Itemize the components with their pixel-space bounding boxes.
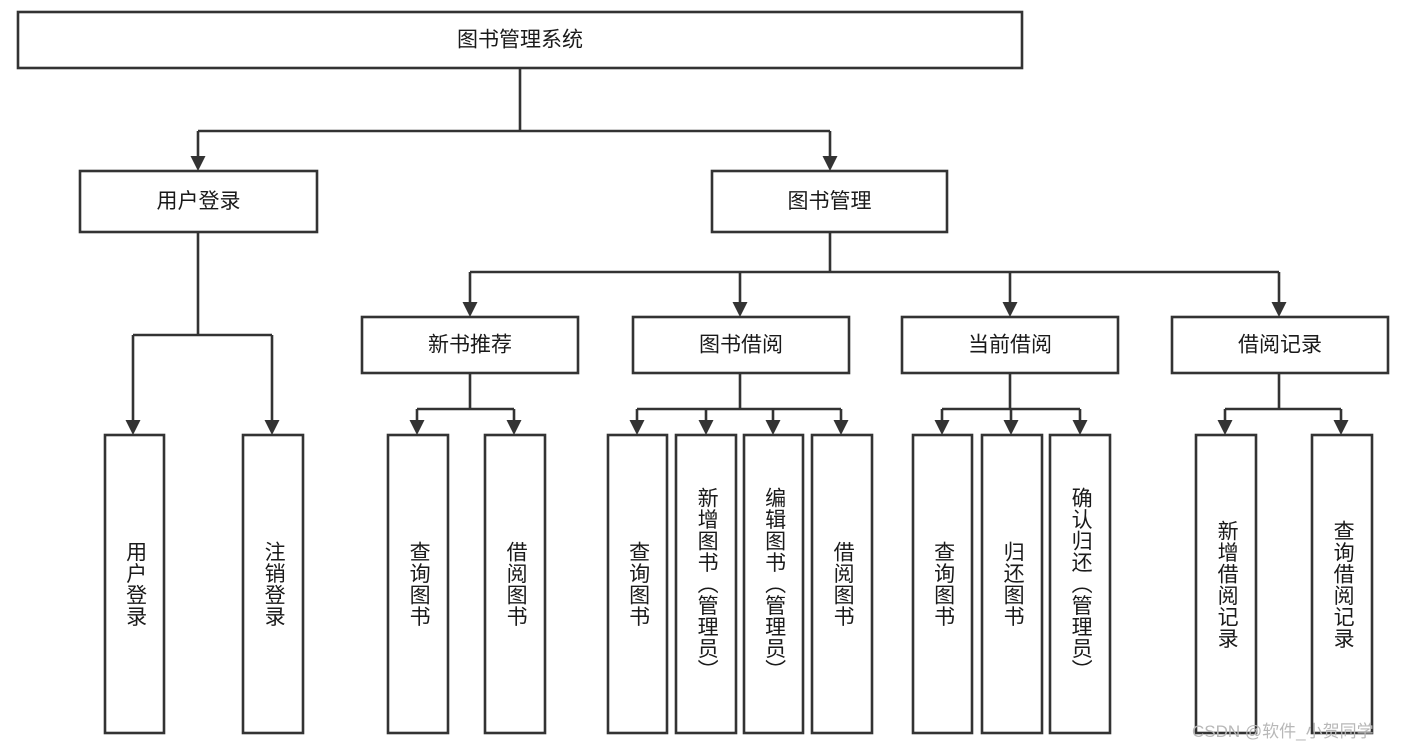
arrow-head-icon (462, 302, 478, 317)
arrow-head-icon (833, 420, 849, 435)
node-box-leaf-用户登录[interactable] (103, 433, 166, 735)
node-box-level2-新书推荐[interactable] (360, 315, 580, 375)
node-label-root-图书管理系统: 图书管理系统 (457, 29, 583, 52)
node-box-root-图书管理系统[interactable] (16, 10, 1024, 70)
node-box-level2-借阅记录[interactable] (1170, 315, 1390, 375)
node-label-level1-用户登录: 用户登录 (157, 190, 241, 213)
arrow-head-icon (698, 420, 714, 435)
node-box-leaf-确认归还管理员[interactable] (1048, 433, 1112, 735)
node-box-layer (16, 10, 1390, 735)
node-box-leaf-编辑图书管理员[interactable] (742, 433, 805, 735)
arrow-head-icon (1002, 302, 1018, 317)
arrow-head-icon (934, 420, 950, 435)
arrow-head-icon (1217, 420, 1233, 435)
node-box-leaf-借阅图书[interactable] (483, 433, 547, 735)
node-box-level1-用户登录[interactable] (78, 169, 319, 234)
node-box-leaf-查询图书[interactable] (386, 433, 450, 735)
node-label-level2-图书借阅: 图书借阅 (699, 334, 783, 357)
connector-level1-book-to-level2 (462, 232, 1287, 317)
arrow-head-icon (1271, 302, 1287, 317)
arrow-head-icon (125, 420, 141, 435)
node-label-level1-图书管理: 图书管理 (788, 190, 872, 213)
node-box-leaf-注销登录[interactable] (241, 433, 305, 735)
arrow-head-icon (409, 420, 425, 435)
node-box-level1-图书管理[interactable] (710, 169, 949, 234)
connector-newbook-to-leaves (409, 373, 522, 435)
arrow-head-icon (190, 156, 206, 171)
arrow-head-icon (732, 302, 748, 317)
arrow-head-icon (264, 420, 280, 435)
arrow-head-icon (1333, 420, 1349, 435)
node-label-level2-借阅记录: 借阅记录 (1238, 334, 1322, 357)
node-box-level2-当前借阅[interactable] (900, 315, 1120, 375)
csdn-watermark: CSDN @软件_小贺同学 (1192, 722, 1374, 741)
node-box-leaf-查询图书[interactable] (606, 433, 669, 735)
connector-current-to-leaves (934, 373, 1088, 435)
node-box-leaf-查询借阅记录[interactable] (1310, 433, 1374, 735)
arrow-head-icon (629, 420, 645, 435)
connector-layer (125, 68, 1349, 435)
arrow-head-icon (1003, 420, 1019, 435)
connector-root-to-level1 (190, 68, 838, 171)
arrow-head-icon (822, 156, 838, 171)
arrow-head-icon (506, 420, 522, 435)
connector-level1-user-to-leaves (125, 232, 280, 435)
node-box-level2-图书借阅[interactable] (631, 315, 851, 375)
node-label-level2-当前借阅: 当前借阅 (968, 334, 1052, 357)
node-label-level2-新书推荐: 新书推荐 (428, 334, 512, 357)
node-box-leaf-新增图书管理员[interactable] (674, 433, 738, 735)
node-box-leaf-查询图书[interactable] (911, 433, 974, 735)
connector-record-to-leaves (1217, 373, 1349, 435)
node-box-leaf-归还图书[interactable] (980, 433, 1044, 735)
node-box-leaf-借阅图书[interactable] (810, 433, 874, 735)
node-box-leaf-新增借阅记录[interactable] (1194, 433, 1258, 735)
arrow-head-icon (765, 420, 781, 435)
connector-borrow-to-leaves (629, 373, 849, 435)
arrow-head-icon (1072, 420, 1088, 435)
